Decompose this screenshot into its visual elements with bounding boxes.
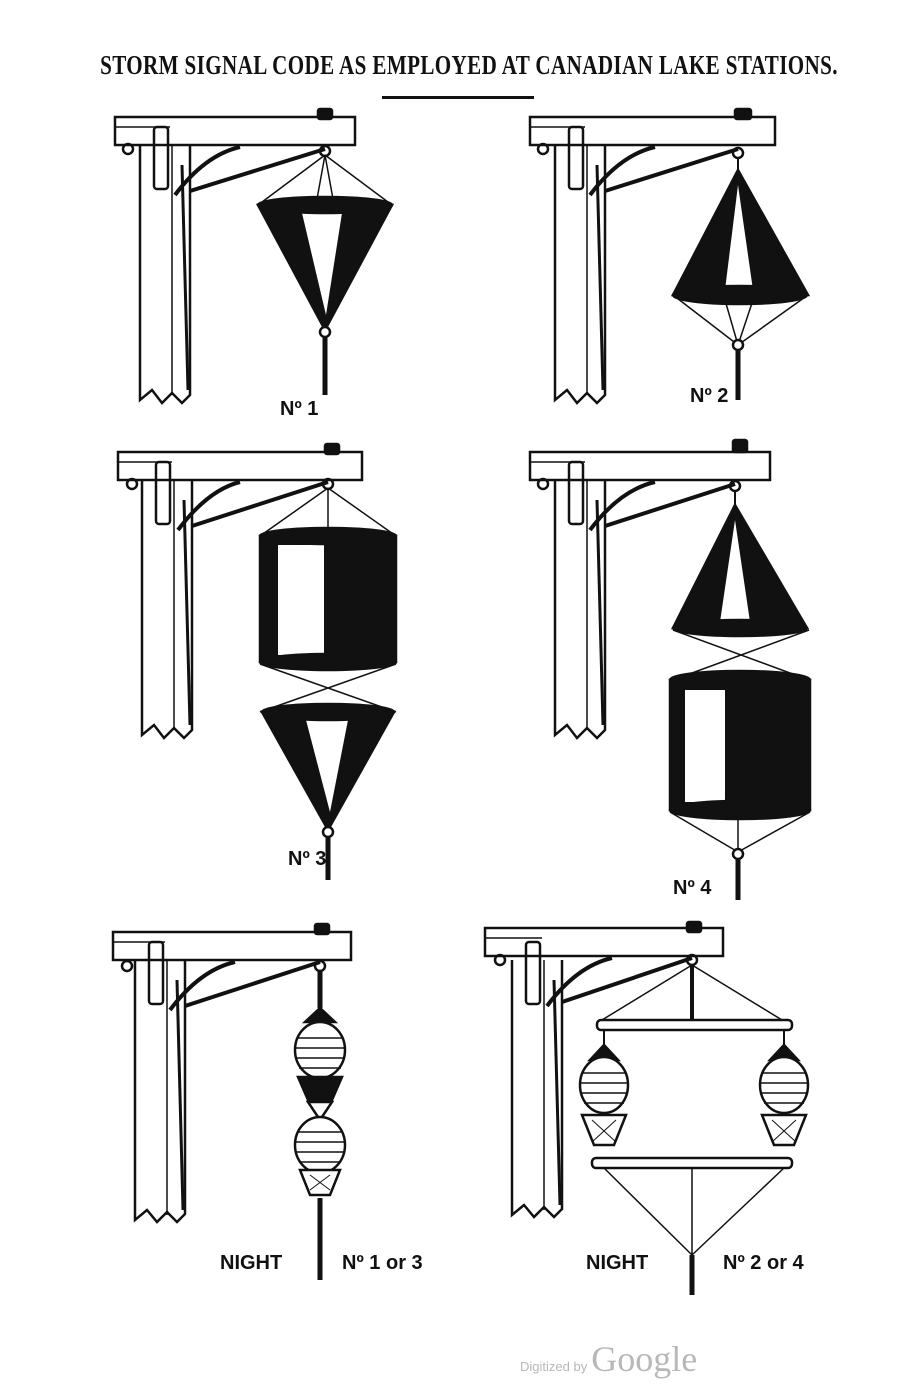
figure-1-label: Nº 1 [280, 398, 319, 420]
google-logo-text: Google [591, 1339, 698, 1379]
figure-3-label: Nº 3 [288, 848, 327, 870]
night-signal-figure-1 [111, 922, 353, 1280]
night-figure-2-label-right: Nº 2 or 4 [723, 1252, 804, 1274]
page-title: STORM SIGNAL CODE AS EMPLOYED AT CANADIA… [100, 50, 838, 80]
night-signal-figure-2 [483, 920, 810, 1295]
title-rule [382, 96, 534, 99]
night-figure-1-label-left: NIGHT [220, 1252, 283, 1274]
night-figure-2-label-left: NIGHT [586, 1252, 649, 1274]
signal-figure-3 [116, 442, 398, 880]
signal-figure-1 [113, 107, 395, 405]
digitized-by-text: Digitized by [520, 1359, 588, 1374]
night-figure-1-label-right: Nº 1 or 3 [342, 1252, 423, 1274]
figure-2-label: Nº 2 [690, 385, 729, 407]
signal-figure-2 [528, 107, 811, 405]
signal-figure-4 [528, 438, 812, 900]
figure-4-label: Nº 4 [673, 877, 712, 899]
